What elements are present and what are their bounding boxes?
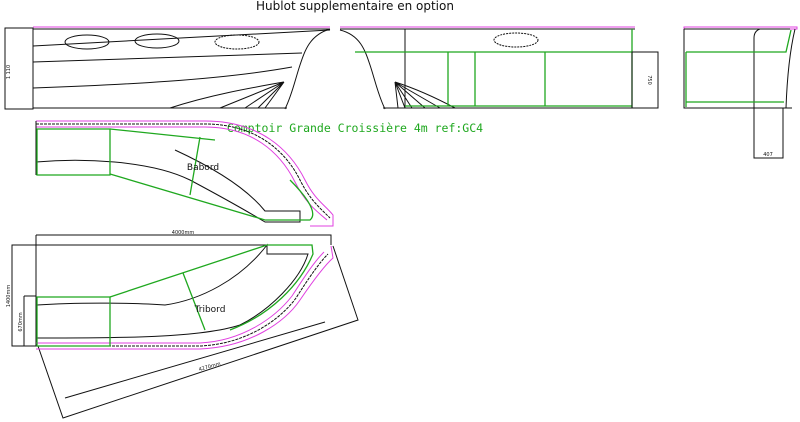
tribord-plan-view: Tribord 4000mm 1400mm 670mm 4270mm [6, 230, 359, 419]
label-tribord: Tribord [194, 305, 226, 315]
dim-diagonal: 4270mm [198, 361, 221, 373]
label-babord: Babord [187, 163, 219, 173]
optional-porthole [493, 32, 539, 48]
drawing-title: Hublot supplementaire en option [256, 0, 454, 13]
side-elevation-view: 1 110 [4, 26, 331, 110]
babord-plan-view: Babord [35, 120, 334, 227]
front-elevation-view: 750 [339, 26, 659, 110]
dim-width: 1400mm [6, 285, 12, 308]
drawing-subtitle: Comptoir Grande Croissière 4m ref:GC4 [227, 121, 483, 135]
dim-front-height: 750 [646, 75, 652, 85]
dim-side-height: 1 110 [6, 65, 12, 79]
dim-length: 4000mm [172, 230, 195, 236]
dim-end-depth: 670mm [18, 312, 24, 331]
porthole [134, 33, 180, 49]
porthole [64, 34, 110, 50]
optional-porthole [214, 34, 260, 50]
end-view: 407 [683, 26, 798, 159]
dim-end-width: 407 [763, 152, 773, 158]
